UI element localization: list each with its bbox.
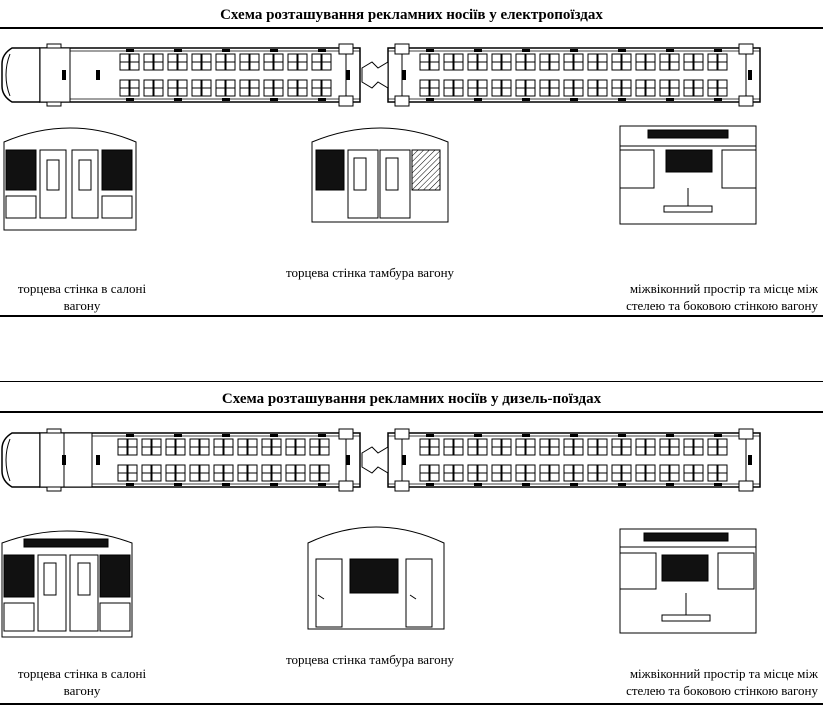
ad-panel-center [661, 554, 709, 582]
ad-position-marks [62, 434, 752, 486]
ad-position-marks [62, 49, 752, 101]
section-title: Схема розташування рекламних носіїв у ел… [220, 7, 603, 23]
caption-window-space: міжвіконний простір та місце між стелею … [626, 281, 818, 313]
caption-vestibule-end-wall: торцева стінка тамбура вагону [285, 265, 455, 280]
ad-strip-top [23, 538, 109, 548]
ad-panel-left [3, 554, 35, 598]
ad-strip-ceiling [643, 532, 729, 542]
section-title: Схема розташування рекламних носіїв у ди… [221, 391, 602, 407]
section-bottom-rule [0, 703, 823, 705]
ad-strip-ceiling [647, 129, 729, 139]
window-space-diagram [619, 528, 757, 634]
diesel-train-section: Схема розташування рекламних носіїв у ди… [0, 381, 823, 709]
ad-panel-hatched [411, 149, 441, 191]
title-divider [0, 27, 823, 29]
caption-saloon-end-wall: торцева стінка в салоні вагону [17, 281, 147, 313]
train-outline [1, 428, 761, 492]
vestibule-end-wall-diagram [311, 127, 449, 223]
electric-train-section: Схема розташування рекламних носіїв у ел… [0, 0, 823, 320]
caption-vestibule-end-wall: торцева стінка тамбура вагону [285, 652, 455, 667]
section-bottom-rule [0, 315, 823, 317]
vestibule-end-wall-diagram [307, 526, 445, 630]
caption-saloon-end-wall: торцева стінка в салоні вагону [17, 666, 147, 698]
ad-panel-right [99, 554, 131, 598]
seating-rows [119, 53, 728, 97]
train-plan-electric [1, 43, 761, 107]
ad-panel-left [5, 149, 37, 191]
saloon-end-wall-diagram [1, 530, 133, 638]
ad-panel-left [315, 149, 345, 191]
caption-window-space: міжвіконний простір та місце між стелею … [626, 666, 818, 698]
ad-panel-center [349, 558, 399, 594]
section-top-rule [0, 381, 823, 382]
saloon-end-wall-diagram [3, 127, 137, 231]
ad-panel-right [101, 149, 133, 191]
title-divider [0, 411, 823, 413]
train-outline [1, 43, 761, 107]
seating-rows [117, 438, 728, 482]
train-plan-diesel [1, 428, 761, 492]
ad-panel-center [665, 149, 713, 173]
window-space-diagram [619, 125, 757, 225]
